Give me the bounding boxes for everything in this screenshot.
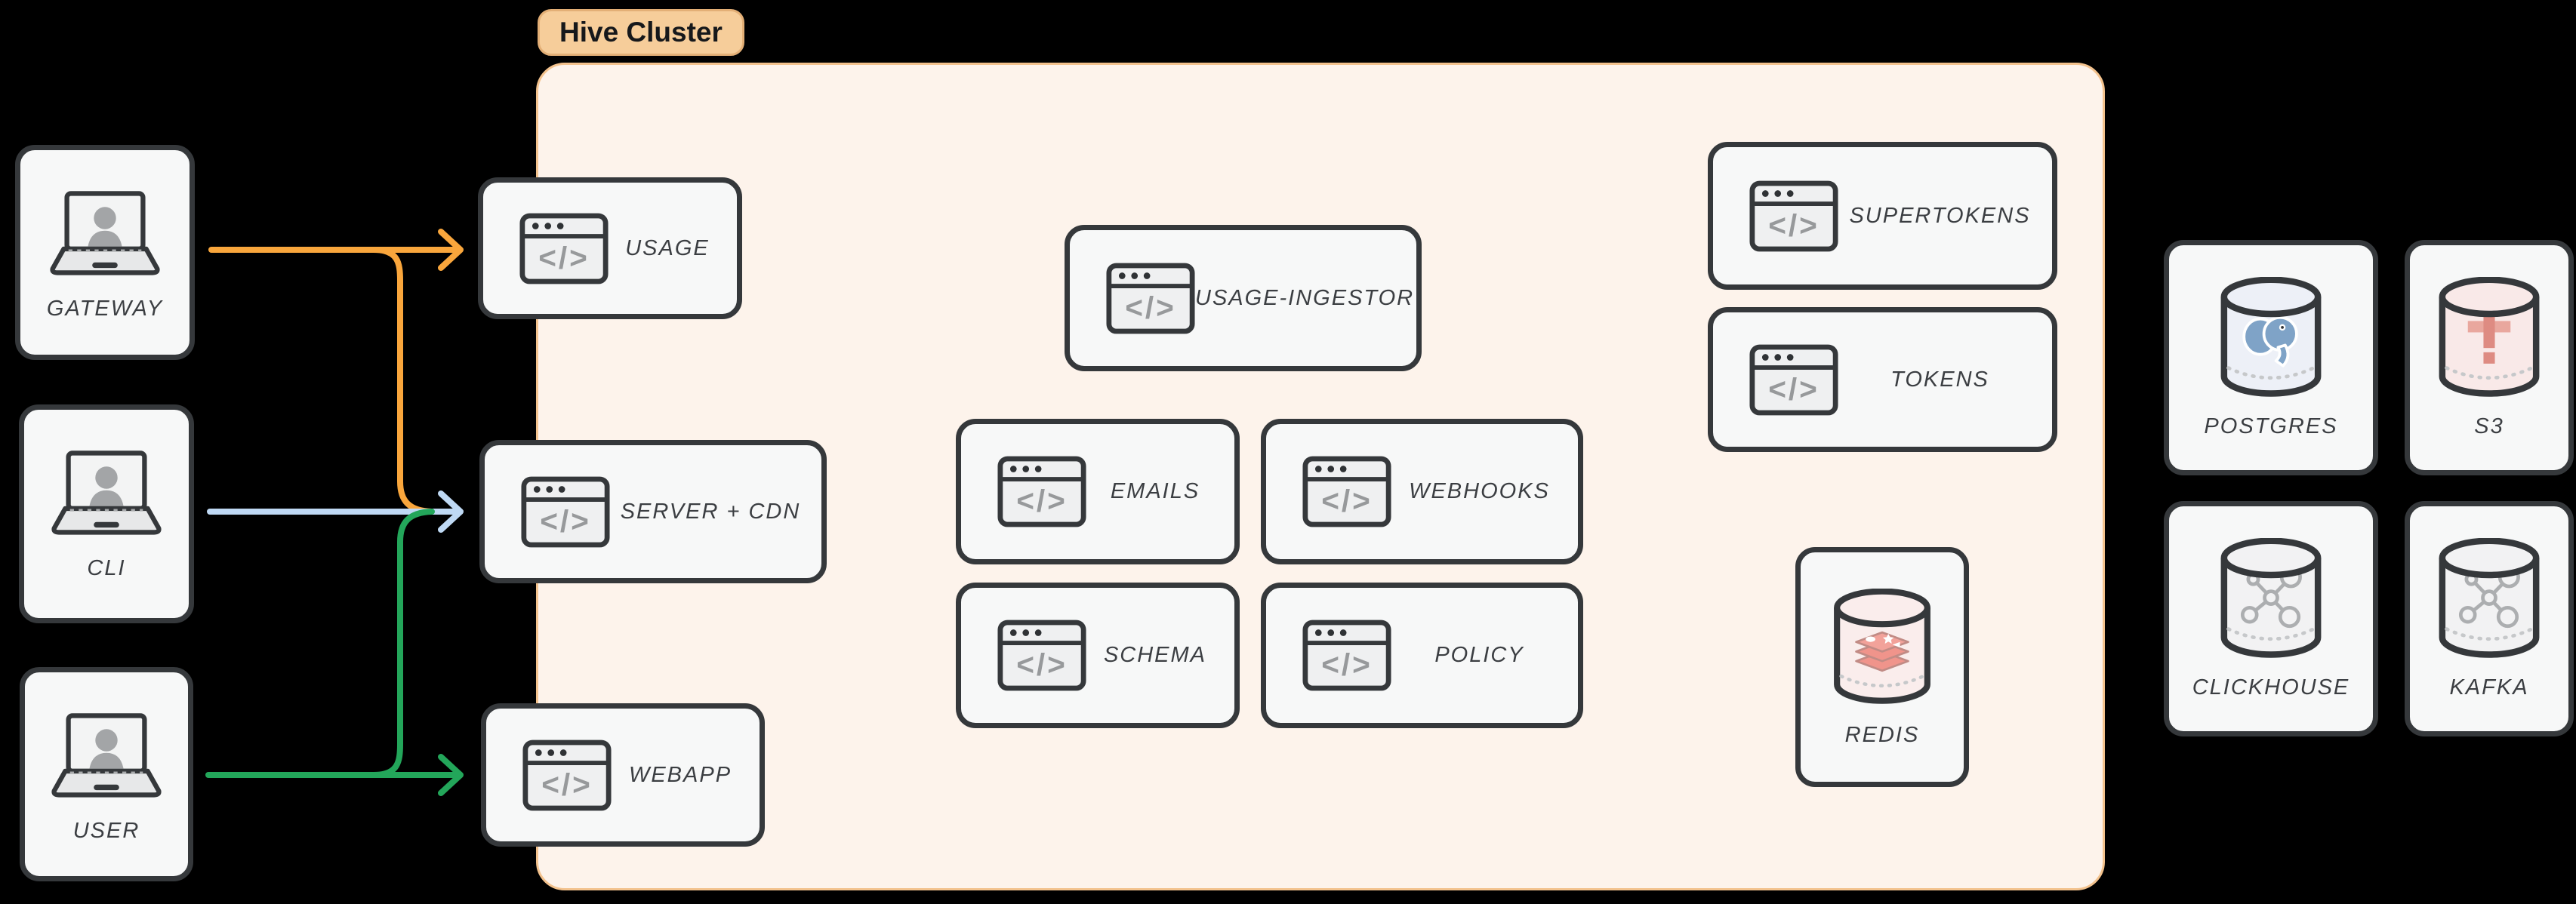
node-label: USAGE — [625, 235, 710, 260]
code-glyph: </> — [541, 767, 592, 801]
redis-stack — [1855, 631, 1909, 672]
node-label: SUPERTOKENS — [1849, 203, 2031, 228]
node-usage-ingestor: </> USAGE-INGESTOR — [1065, 225, 1422, 371]
code-window-icon: </> — [1749, 344, 1838, 415]
node-label: EMAILS — [1110, 479, 1200, 503]
code-glyph: </> — [1321, 647, 1372, 682]
edge-user-servercdn — [371, 509, 435, 778]
node-schema: </> SCHEMA — [956, 583, 1240, 728]
node-user: USER — [20, 667, 193, 881]
node-clickhouse: CLICKHOUSE — [2164, 501, 2378, 736]
code-glyph: </> — [1125, 290, 1176, 324]
node-supertokens: </> SUPERTOKENS — [1708, 142, 2057, 290]
node-label: SERVER + CDN — [620, 499, 801, 524]
code-window-icon: </> — [1106, 263, 1195, 334]
node-redis: REDIS — [1795, 547, 1969, 787]
node-tokens: </> TOKENS — [1708, 307, 2057, 452]
edge-gateway-usage-arrowhead — [438, 229, 464, 271]
node-postgres: POSTGRES — [2164, 240, 2378, 475]
hive-cluster-badge: Hive Cluster — [538, 9, 744, 56]
node-usage: </> USAGE — [478, 177, 742, 319]
node-label: SCHEMA — [1103, 643, 1207, 667]
code-window-icon: </> — [997, 620, 1086, 691]
network-cylinder-icon — [2439, 538, 2540, 658]
code-window-icon: </> — [1302, 456, 1391, 527]
code-glyph: </> — [1768, 208, 1819, 242]
network-cylinder-icon — [2220, 538, 2322, 658]
node-emails: </> EMAILS — [956, 419, 1240, 564]
node-label: POLICY — [1434, 643, 1524, 667]
edge-gateway-servercdn — [371, 247, 435, 515]
code-glyph: </> — [1016, 647, 1067, 682]
postgres-elephant — [2242, 315, 2298, 367]
node-label: TOKENS — [1890, 367, 1989, 392]
node-label: WEBHOOKS — [1409, 479, 1550, 503]
laptop-user-icon — [51, 450, 162, 535]
code-window-icon: </> — [519, 213, 609, 284]
code-window-icon: </> — [1302, 620, 1391, 691]
postgres-cylinder-icon — [2220, 277, 2322, 397]
code-window-icon: </> — [521, 476, 610, 547]
code-glyph: </> — [1321, 484, 1372, 518]
node-label: S3 — [2474, 414, 2504, 438]
code-glyph: </> — [538, 240, 589, 275]
node-policy: </> POLICY — [1261, 583, 1583, 728]
laptop-user-icon — [51, 713, 162, 798]
code-window-icon: </> — [997, 456, 1086, 527]
code-glyph: </> — [1768, 371, 1819, 406]
node-label: WEBAPP — [628, 762, 732, 787]
node-label: CLI — [87, 556, 126, 580]
redis-cylinder-icon — [1834, 589, 1930, 704]
code-glyph: </> — [1016, 484, 1067, 518]
code-window-icon: </> — [522, 739, 612, 810]
node-label: USER — [72, 819, 140, 843]
node-kafka: KAFKA — [2405, 501, 2574, 736]
node-label: CLICKHOUSE — [2192, 675, 2350, 700]
node-label: GATEWAY — [46, 297, 164, 321]
node-label: KAFKA — [2449, 675, 2529, 700]
s3-cylinder-icon — [2439, 277, 2540, 397]
node-s3: S3 — [2405, 240, 2574, 475]
node-label: POSTGRES — [2204, 414, 2338, 438]
node-label: REDIS — [1844, 723, 1920, 747]
laptop-user-icon — [50, 191, 160, 275]
node-webhooks: </> WEBHOOKS — [1261, 419, 1583, 564]
code-glyph: </> — [540, 503, 590, 538]
node-server-cdn: </> SERVER + CDN — [479, 440, 827, 583]
node-webapp: </> WEBAPP — [481, 703, 765, 847]
edge-user-webapp-arrowhead — [438, 754, 464, 796]
node-label: USAGE-INGESTOR — [1195, 285, 1415, 310]
code-window-icon: </> — [1749, 180, 1838, 251]
edge-cli-servercdn-arrowhead — [438, 490, 464, 533]
node-gateway: GATEWAY — [15, 145, 195, 360]
node-cli: CLI — [19, 404, 194, 623]
